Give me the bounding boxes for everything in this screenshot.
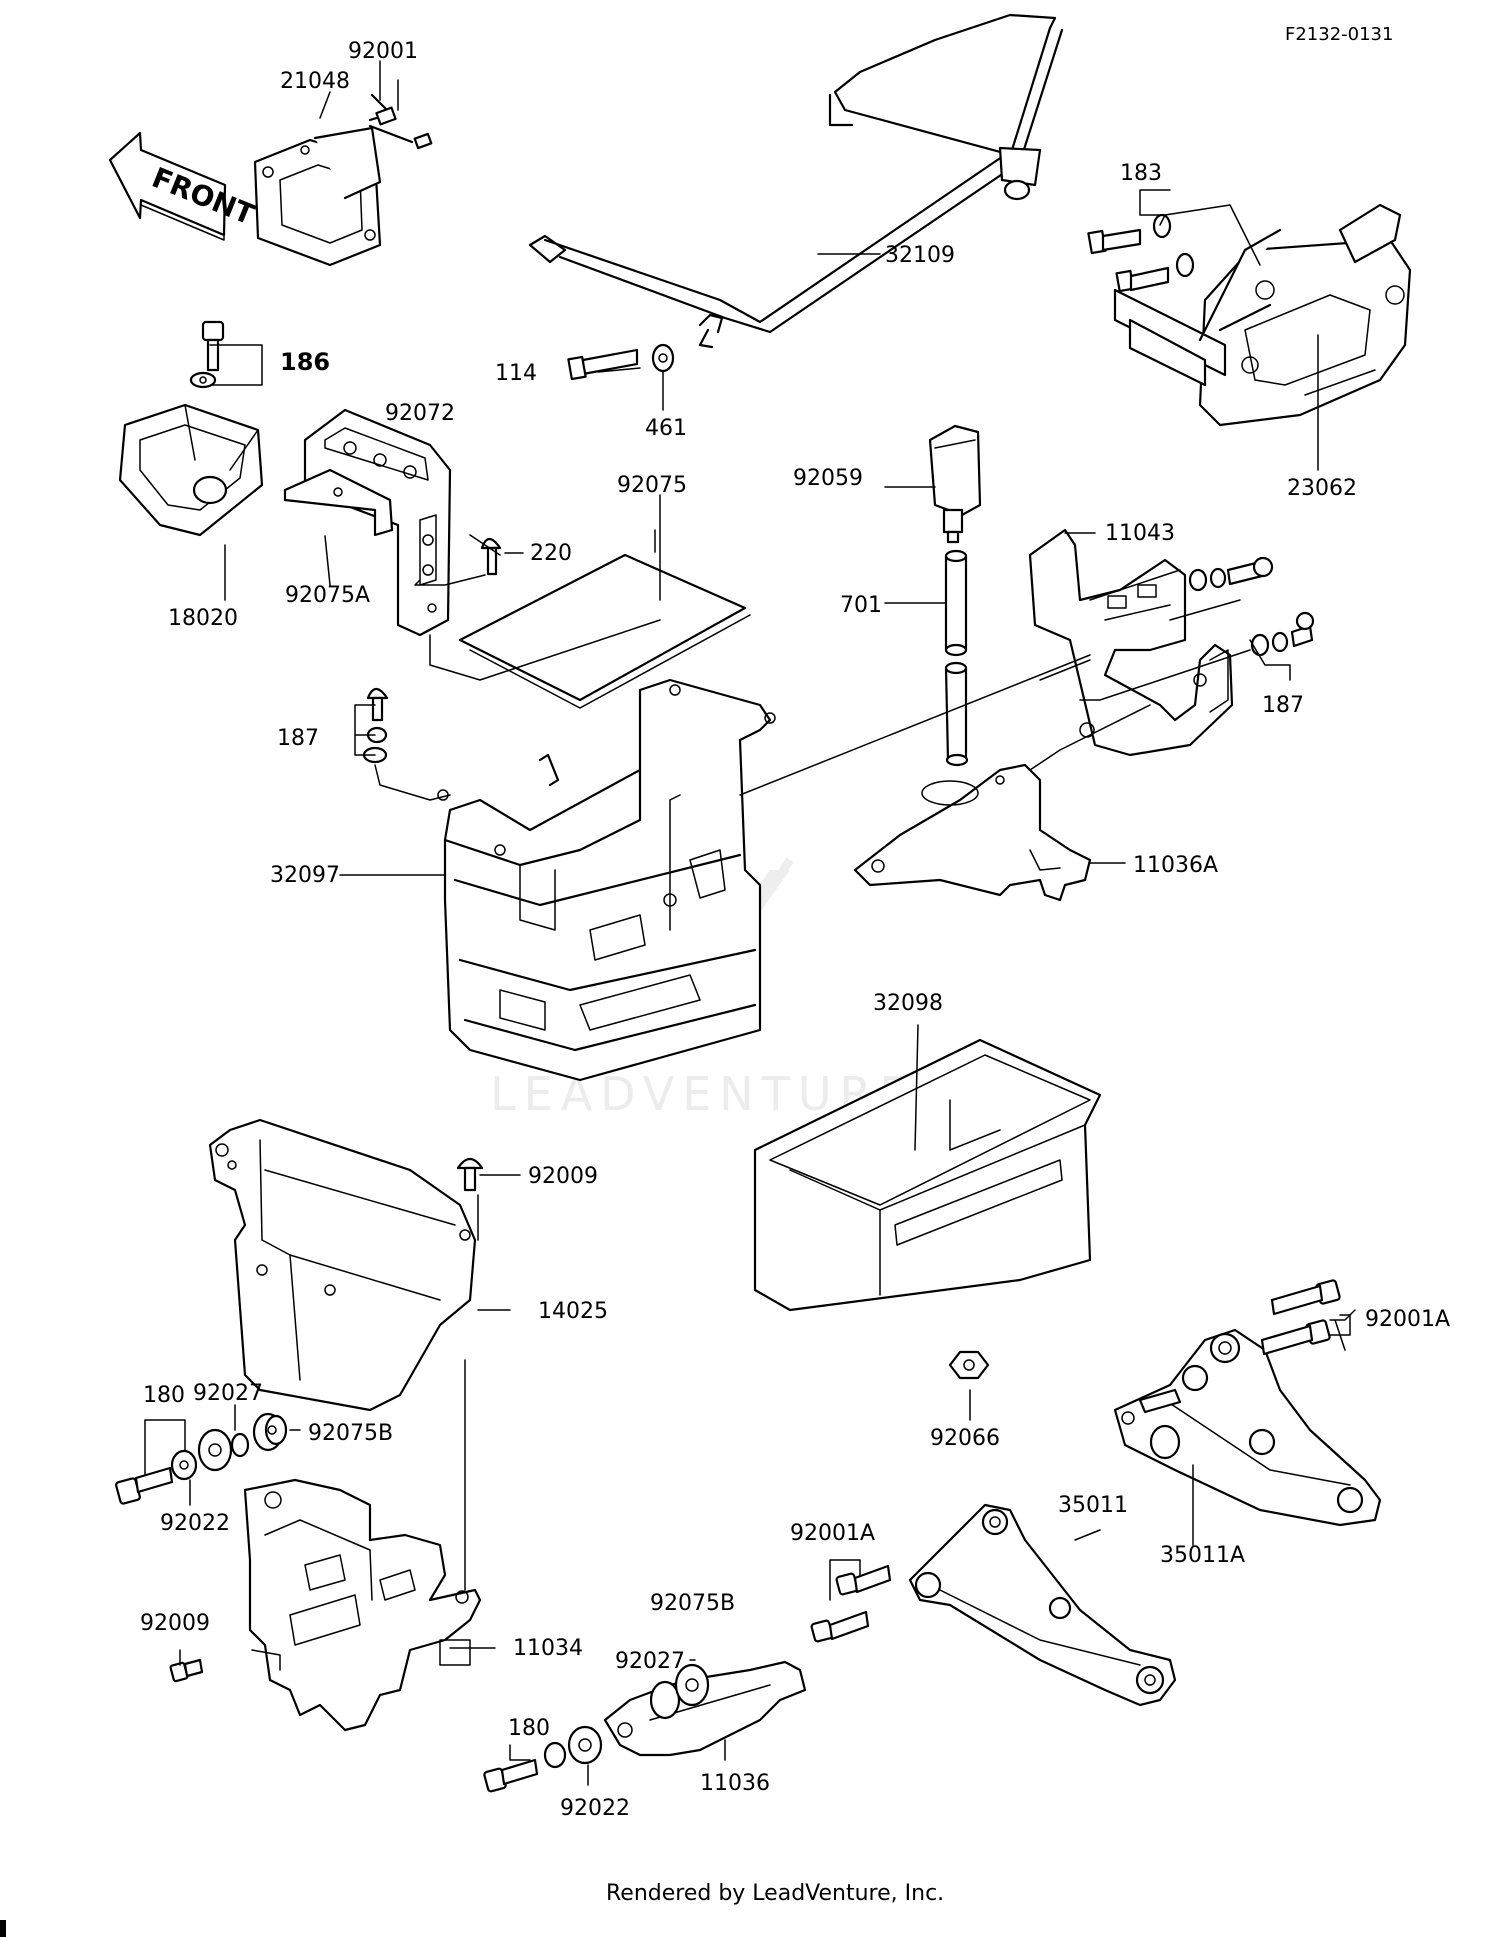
label-92027-lower: 92027 <box>615 1649 685 1674</box>
part-187-bolts-left <box>362 687 389 764</box>
part-92059-plug <box>928 424 982 544</box>
label-92072: 92072 <box>385 401 455 426</box>
label-32097: 32097 <box>270 863 340 888</box>
part-92009-screw-top <box>456 1157 484 1192</box>
label-11036A: 11036A <box>1133 853 1218 878</box>
part-14025-cover <box>208 1118 477 1412</box>
label-11043: 11043 <box>1105 521 1175 546</box>
part-92027-collar-left <box>197 1428 250 1472</box>
part-11036A-plate <box>853 763 1092 902</box>
part-18020-cap <box>118 403 264 537</box>
part-186-bolt <box>189 320 225 389</box>
label-180-lower: 180 <box>508 1716 550 1741</box>
part-11034-bracket <box>243 1478 482 1732</box>
label-23062: 23062 <box>1287 476 1357 501</box>
label-92001: 92001 <box>348 39 418 64</box>
label-32109: 32109 <box>885 243 955 268</box>
label-92059: 92059 <box>793 466 863 491</box>
label-21048: 21048 <box>280 69 350 94</box>
label-18020: 18020 <box>168 606 238 631</box>
footer-credit: Rendered by LeadVenture, Inc. <box>606 1881 944 1906</box>
label-180-left: 180 <box>143 1383 185 1408</box>
leader-lines <box>144 60 1356 1786</box>
label-92022-left: 92022 <box>160 1511 230 1536</box>
part-labels: 92001 21048 32109 183 186 114 461 92072 … <box>140 39 1450 1821</box>
part-183-bolts <box>1087 213 1195 293</box>
label-35011A: 35011A <box>1160 1543 1245 1568</box>
label-92009-top: 92009 <box>528 1164 598 1189</box>
part-92075A-plate <box>283 468 394 537</box>
label-187-right: 187 <box>1262 693 1304 718</box>
label-14025: 14025 <box>538 1299 608 1324</box>
label-461: 461 <box>645 416 687 441</box>
label-92075: 92075 <box>617 473 687 498</box>
part-92066-nut <box>948 1350 990 1380</box>
part-180-bolt-lower <box>483 1741 567 1793</box>
part-35011A-arm <box>1113 1328 1382 1527</box>
label-92066: 92066 <box>930 1426 1000 1451</box>
label-183: 183 <box>1120 161 1162 186</box>
part-701-tube <box>944 549 969 767</box>
label-92022-lower: 92022 <box>560 1796 630 1821</box>
label-114: 114 <box>495 361 537 386</box>
part-32109-handle-bar <box>528 13 1064 349</box>
part-35011-arm <box>908 1503 1177 1707</box>
label-186: 186 <box>280 348 330 376</box>
part-92075-pad <box>458 529 751 709</box>
label-220: 220 <box>530 541 572 566</box>
part-21048-bracket <box>253 79 433 267</box>
part-11043-bracket <box>1028 528 1234 757</box>
part-32097-battery-case <box>437 678 776 1082</box>
part-32098-tray <box>753 1038 1102 1312</box>
part-92075B-grommet-left <box>252 1412 288 1452</box>
part-23062-bracket <box>1113 203 1412 427</box>
part-461-washer <box>651 343 675 373</box>
label-187-left: 187 <box>277 726 319 751</box>
label-11036: 11036 <box>700 1771 770 1796</box>
label-92001A-top: 92001A <box>1365 1307 1450 1332</box>
part-92001A-bolts-top <box>1260 1279 1341 1356</box>
label-11034: 11034 <box>513 1636 583 1661</box>
part-92027-collar-lower <box>649 1663 710 1720</box>
figure-code: F2132-0131 <box>1285 24 1393 45</box>
part-92009-screw-bottom <box>169 1658 204 1683</box>
label-32098: 32098 <box>873 991 943 1016</box>
part-92001A-bolts-lower <box>810 1564 892 1643</box>
label-92075B-lower: 92075B <box>650 1591 735 1616</box>
part-92022-washer-lower <box>567 1725 603 1765</box>
label-92075B-left: 92075B <box>308 1421 393 1446</box>
front-arrow-icon: FRONT <box>108 131 259 241</box>
part-180-bolt-left <box>115 1466 174 1505</box>
label-92009-bottom: 92009 <box>140 1611 210 1636</box>
part-92022-washer-left <box>170 1449 198 1481</box>
label-35011: 35011 <box>1058 1493 1128 1518</box>
label-92027-left: 92027 <box>193 1381 263 1406</box>
label-92075A: 92075A <box>285 583 370 608</box>
edge-mark <box>0 1920 6 1937</box>
part-187-bolts-right <box>1188 556 1315 657</box>
label-701: 701 <box>840 593 882 618</box>
part-114-bolt <box>567 348 639 381</box>
label-92001A-lower: 92001A <box>790 1521 875 1546</box>
part-92072-bracket <box>303 408 452 637</box>
